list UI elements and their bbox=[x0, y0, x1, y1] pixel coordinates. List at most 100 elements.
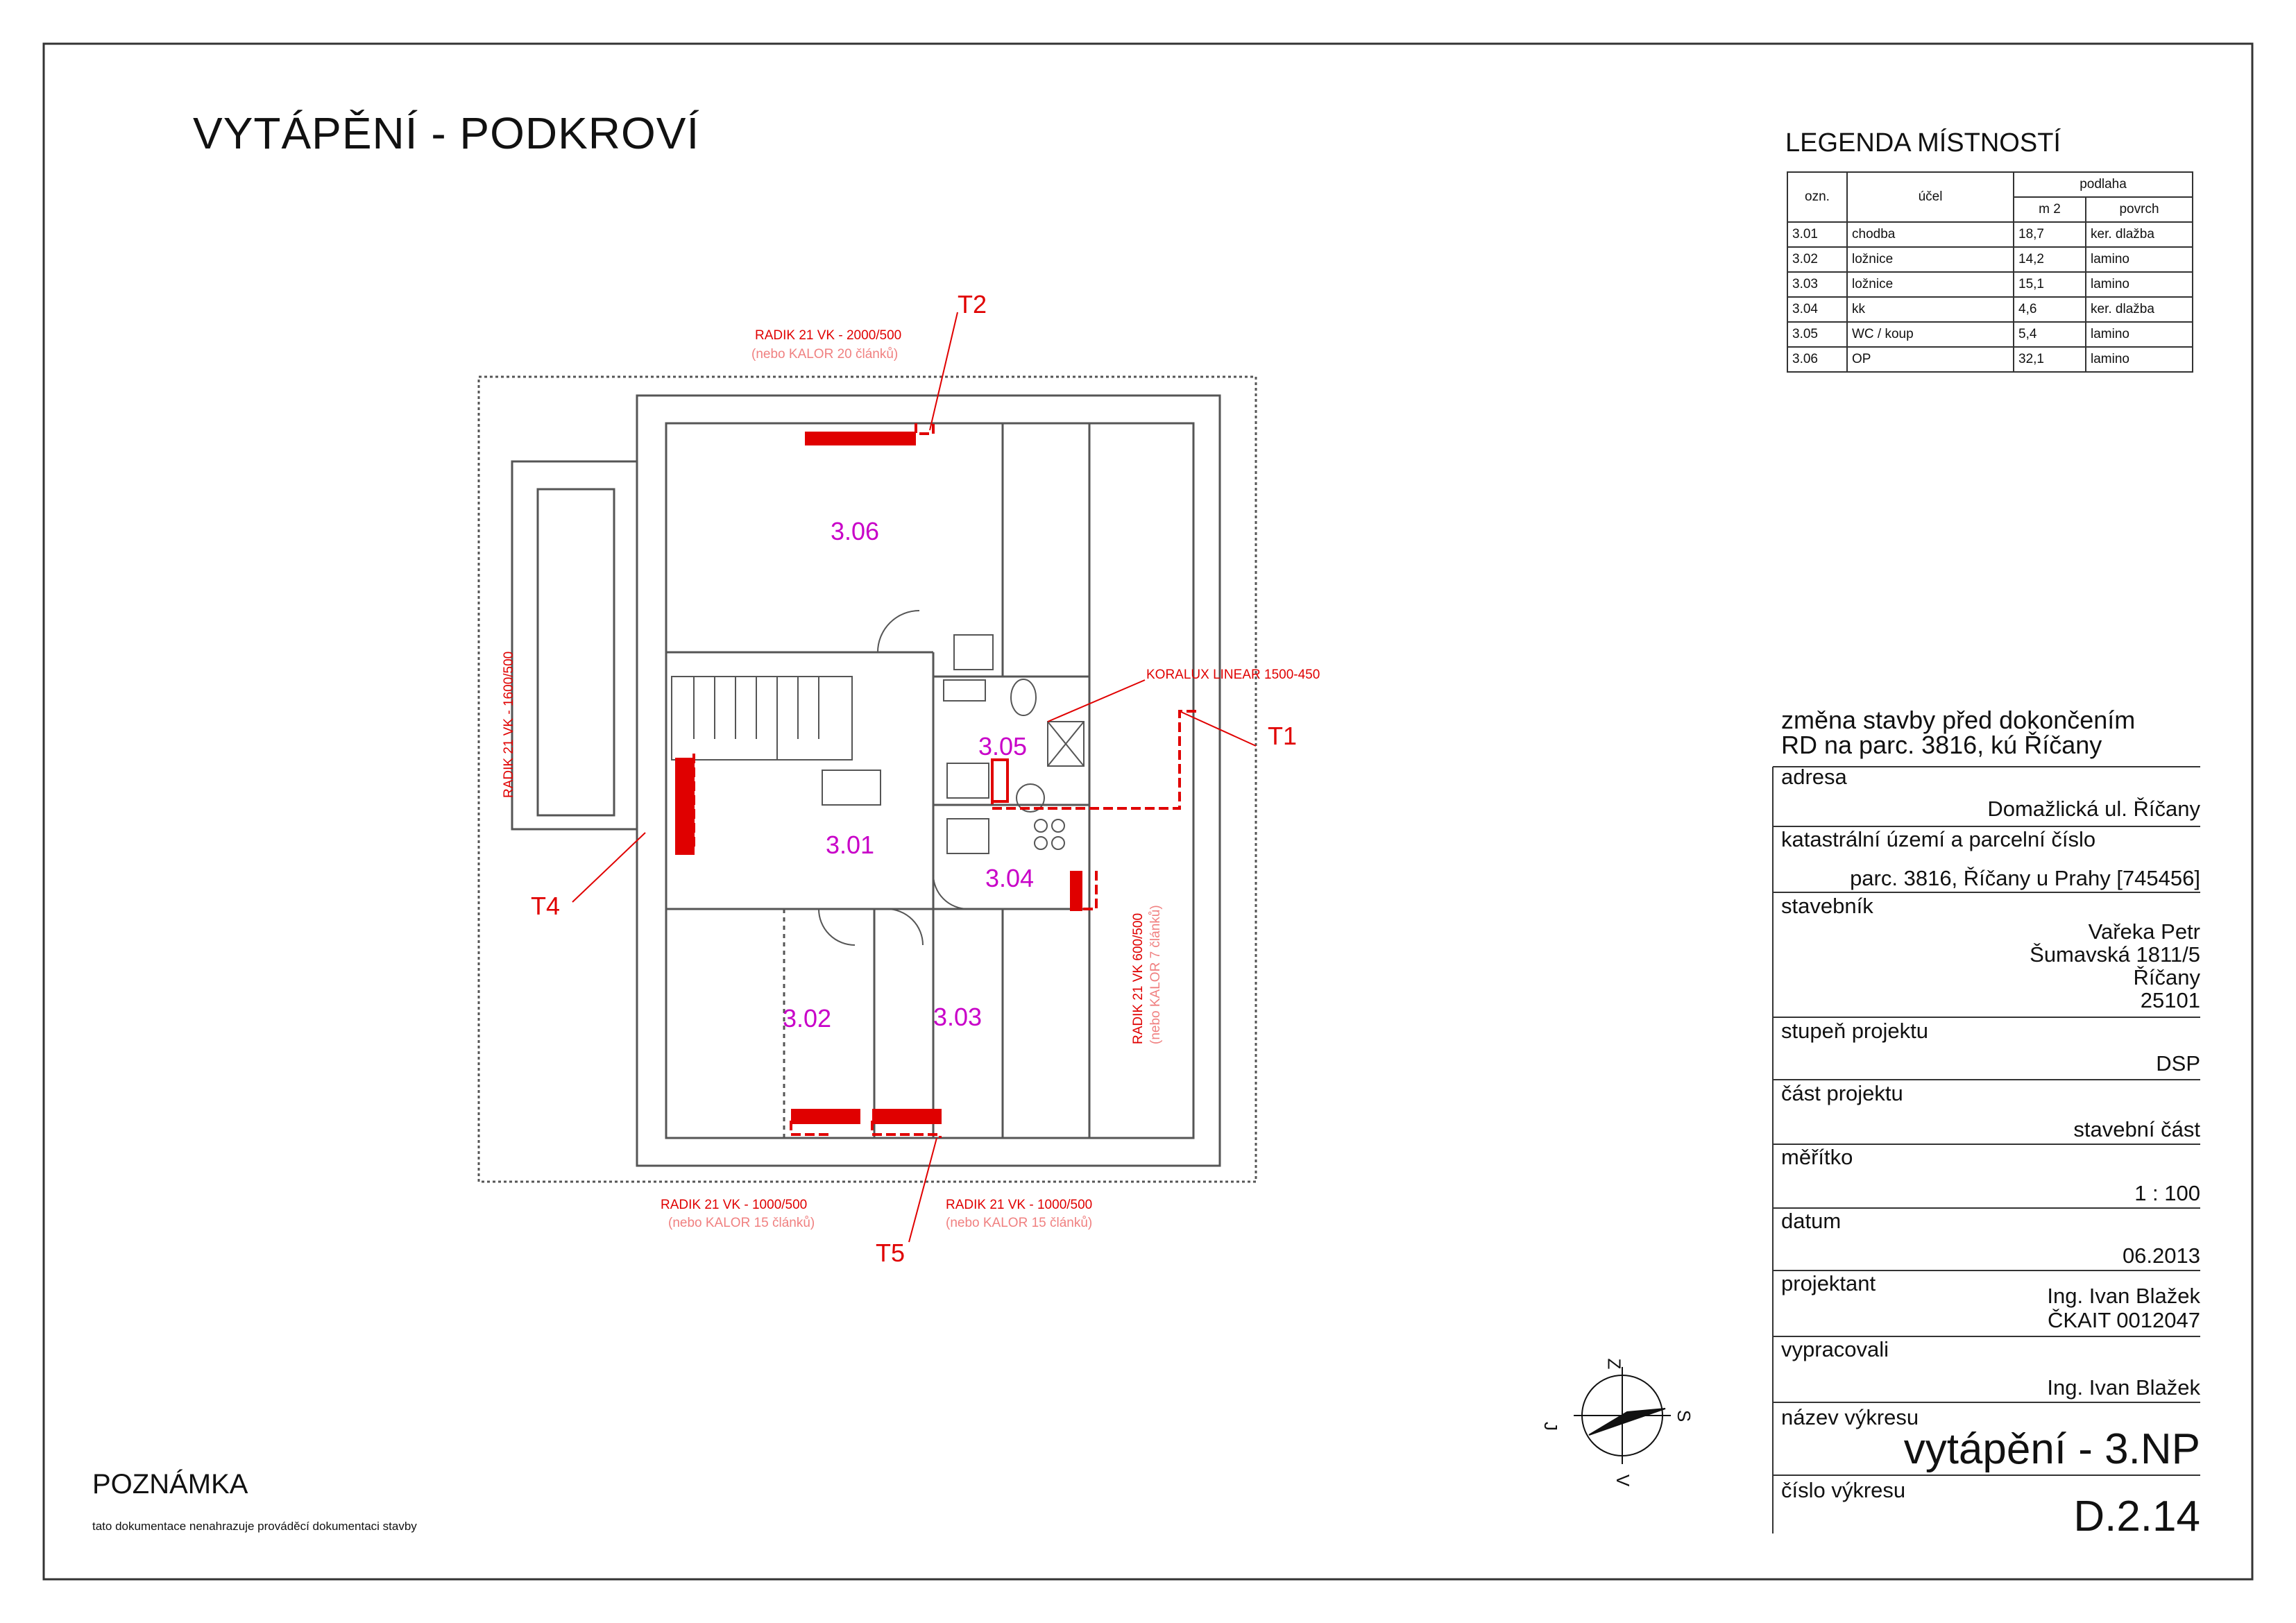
radiator-t5-alt: (nebo KALOR 15 článků) bbox=[946, 1216, 1093, 1230]
project-heading-2: RD na parc. 3816, kú Říčany bbox=[1781, 731, 2102, 759]
radiator-t5 bbox=[872, 1109, 942, 1124]
radiator-t5-label: RADIK 21 VK - 1000/500 bbox=[946, 1198, 1093, 1212]
divider bbox=[1773, 892, 2200, 893]
legend-ucel: WC / koup bbox=[1846, 321, 2014, 348]
compass-rose bbox=[1574, 1367, 1671, 1464]
divider bbox=[1773, 1207, 2200, 1209]
legend-ucel: kk bbox=[1846, 296, 2014, 323]
legend-povrch: ker. dlažba bbox=[2085, 296, 2193, 323]
legend-povrch: lamino bbox=[2085, 271, 2193, 298]
outer-wall bbox=[636, 394, 1221, 1167]
legend-head-podlaha: podlaha bbox=[2013, 171, 2193, 198]
datum-label: datum bbox=[1781, 1209, 1842, 1233]
legend-ozn: 3.06 bbox=[1787, 346, 1848, 373]
radiator-t6-alt: (nebo KALOR 15 článků) bbox=[668, 1216, 815, 1230]
door-swings bbox=[818, 610, 969, 946]
legend-ozn: 3.02 bbox=[1787, 246, 1848, 273]
legend-povrch: ker. dlažba bbox=[2085, 221, 2193, 248]
projektant-name: Ing. Ivan Blažek bbox=[2047, 1284, 2200, 1308]
radiator-t1-label: KORALUX LINEAR 1500-450 bbox=[1146, 668, 1320, 682]
legend-povrch: lamino bbox=[2085, 246, 2193, 273]
radiator-t4 bbox=[675, 758, 695, 855]
stavebnik-name: Vařeka Petr bbox=[2088, 919, 2200, 944]
stavebnik-street: Šumavská 1811/5 bbox=[2030, 942, 2200, 967]
leader-lines bbox=[572, 312, 1257, 1243]
tag-t5: T5 bbox=[876, 1239, 905, 1267]
meritko-label: měřítko bbox=[1781, 1145, 1853, 1169]
note-text: tato dokumentace nenahrazuje prováděcí d… bbox=[92, 1520, 417, 1533]
divider bbox=[1773, 1270, 2200, 1271]
inner-wall bbox=[665, 422, 1195, 1139]
drawing-name: vytápění - 3.NP bbox=[1903, 1425, 2200, 1473]
radiators bbox=[675, 432, 1082, 1124]
tag-t1: T1 bbox=[1268, 722, 1298, 750]
note-title: POZNÁMKA bbox=[92, 1469, 248, 1499]
divider bbox=[1773, 1475, 2200, 1476]
project-heading-1: změna stavby před dokončením bbox=[1781, 706, 2136, 734]
katastr-label: katastrální území a parcelní číslo bbox=[1781, 827, 2096, 851]
vypracovali-label: vypracovali bbox=[1781, 1337, 1889, 1361]
stupen-value: DSP bbox=[2156, 1051, 2200, 1076]
legend-povrch: lamino bbox=[2085, 321, 2193, 348]
legend-head-ucel: účel bbox=[1846, 171, 2014, 223]
legend-ozn: 3.05 bbox=[1787, 321, 1848, 348]
meritko-value: 1 : 100 bbox=[2134, 1181, 2200, 1205]
legend-head-ozn: ozn. bbox=[1787, 171, 1848, 223]
room-label-301: 3.01 bbox=[826, 831, 875, 859]
building bbox=[477, 375, 1257, 1183]
datum-value: 06.2013 bbox=[2122, 1243, 2200, 1268]
cislo-label: číslo výkresu bbox=[1781, 1478, 1906, 1502]
drawing-number: D.2.14 bbox=[2073, 1493, 2200, 1540]
legend-m2: 14,2 bbox=[2013, 246, 2086, 273]
balcony bbox=[511, 460, 638, 831]
radiator-t3-label: RADIK 21 VK 600/500 bbox=[1131, 912, 1146, 1044]
radiator-t1 bbox=[991, 758, 1009, 803]
projektant-label: projektant bbox=[1781, 1271, 1876, 1295]
vypracovali-value: Ing. Ivan Blažek bbox=[2047, 1375, 2200, 1400]
legend-title: LEGENDA MÍSTNOSTÍ bbox=[1785, 128, 2061, 158]
radiator-t6 bbox=[791, 1109, 860, 1124]
page-title: VYTÁPĚNÍ - PODKROVÍ bbox=[193, 108, 700, 158]
room-label-305: 3.05 bbox=[978, 732, 1028, 760]
stavebnik-label: stavebník bbox=[1781, 894, 1873, 918]
radiator-t3-alt: (nebo KALOR 7 článků) bbox=[1148, 905, 1163, 1044]
stupen-label: stupeň projektu bbox=[1781, 1019, 1928, 1043]
compass-v: V bbox=[1613, 1474, 1634, 1487]
divider bbox=[1773, 1017, 2200, 1018]
legend-ozn: 3.01 bbox=[1787, 221, 1848, 248]
legend-ucel: chodba bbox=[1846, 221, 2014, 248]
legend-head-povrch: povrch bbox=[2085, 196, 2193, 223]
divider bbox=[1773, 1079, 2200, 1080]
divider bbox=[1773, 1144, 2200, 1145]
legend-m2: 32,1 bbox=[2013, 346, 2086, 373]
divider bbox=[1773, 1336, 2200, 1337]
tag-t2: T2 bbox=[958, 290, 987, 318]
katastr-value: parc. 3816, Říčany u Prahy [745456] bbox=[1850, 866, 2200, 890]
sheet-frame bbox=[42, 42, 2254, 1581]
divider bbox=[1773, 1402, 2200, 1403]
legend-m2: 4,6 bbox=[2013, 296, 2086, 323]
stavebnik-zip: 25101 bbox=[2140, 988, 2200, 1012]
legend-head-m2: m 2 bbox=[2013, 196, 2086, 223]
stavebnik-city: Říčany bbox=[2133, 965, 2200, 989]
legend-ucel: ložnice bbox=[1846, 246, 2014, 273]
projektant-ckait: ČKAIT 0012047 bbox=[2047, 1308, 2200, 1332]
room-label-304: 3.04 bbox=[985, 864, 1035, 892]
legend-ozn: 3.04 bbox=[1787, 296, 1848, 323]
adresa-label: adresa bbox=[1781, 765, 1847, 789]
roof-overhang bbox=[477, 375, 1257, 1183]
compass-j: J bbox=[1540, 1422, 1561, 1431]
legend-ucel: ložnice bbox=[1846, 271, 2014, 298]
compass-z: Z bbox=[1604, 1358, 1625, 1370]
radiator-t2-alt: (nebo KALOR 20 článků) bbox=[751, 347, 899, 362]
divider bbox=[1773, 826, 2200, 827]
cast-value: stavební část bbox=[2073, 1117, 2200, 1141]
legend-ucel: OP bbox=[1846, 346, 2014, 373]
